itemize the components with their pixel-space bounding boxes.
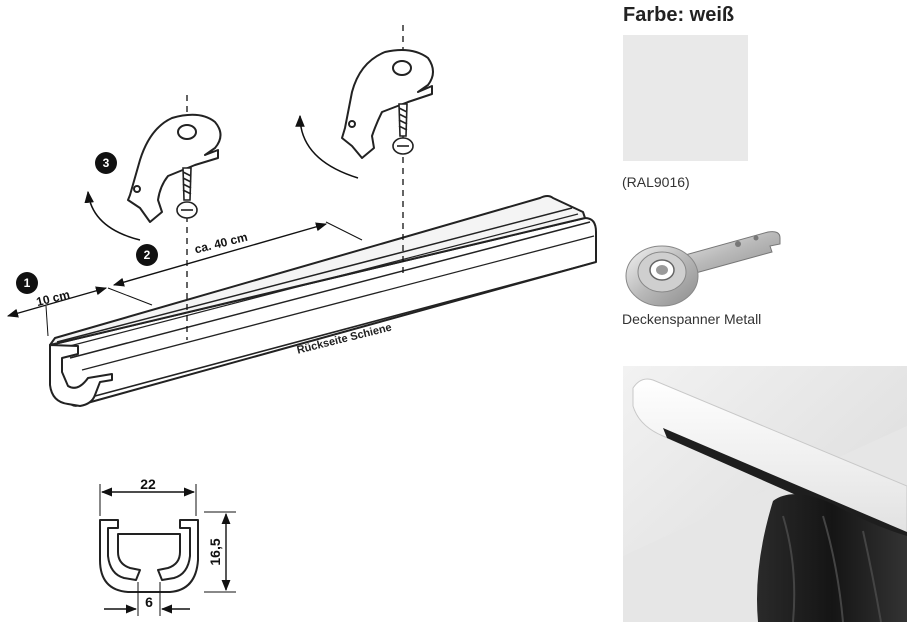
step-badge-3: 3 (95, 152, 117, 174)
rotate-arrow-icon (84, 190, 141, 241)
profile-height-label: 16,5 (207, 538, 223, 565)
profile-dimension-lines (99, 484, 236, 616)
ral-code: (RAL9016) (622, 174, 690, 190)
rail-profile-drawing (99, 519, 199, 593)
svg-text:3: 3 (103, 156, 110, 170)
distance-10cm-label: 10 cm (35, 287, 71, 309)
distance-40cm-label: ca. 40 cm (193, 230, 249, 257)
profile-opening-label: 6 (145, 594, 153, 610)
ceiling-tensioner-icon (625, 231, 781, 307)
tensioner-label: Deckenspanner Metall (622, 311, 762, 327)
ceiling-clip-icon (127, 113, 222, 223)
screw-icon (392, 103, 414, 155)
profile-width-label: 22 (140, 476, 156, 492)
installed-rail-photo (623, 366, 907, 622)
ceiling-clip-icon (341, 49, 434, 159)
svg-text:2: 2 (144, 248, 151, 262)
rail-drawing (49, 195, 597, 407)
step-badge-2: 2 (136, 244, 158, 266)
color-title: Farbe: weiß (623, 4, 735, 26)
step-badge-1: 1 (16, 272, 38, 294)
color-swatch (623, 35, 748, 161)
screw-icon (176, 167, 198, 219)
svg-text:1: 1 (24, 276, 31, 290)
rotate-arrow-icon (295, 114, 359, 179)
